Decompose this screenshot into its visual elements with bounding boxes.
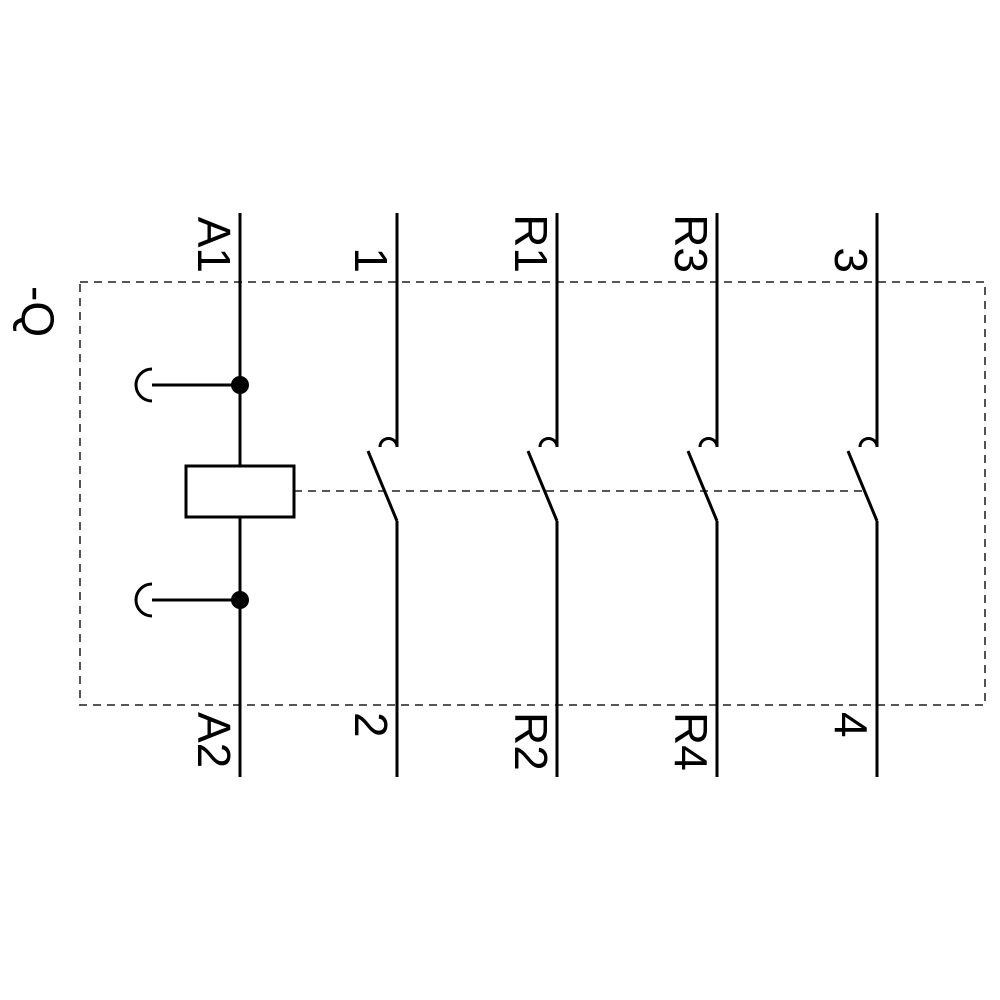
terminal-label-a1: A1 (188, 217, 240, 273)
terminal-label-r1: R1 (505, 214, 557, 273)
terminal-label-r2: R2 (505, 712, 557, 771)
pole3-contact-blade (686, 450, 719, 522)
junction-dot-top (231, 376, 249, 394)
pole1-fixed-contact-arc-icon (378, 437, 399, 448)
terminal-label-2: 2 (345, 712, 397, 738)
pole1-contact-blade (366, 450, 399, 522)
pole2-fixed-contact-arc-icon (538, 437, 559, 448)
pole4-fixed-contact-arc-icon (858, 437, 879, 448)
coil-symbol (184, 464, 296, 519)
junction-dot-bottom (231, 591, 249, 609)
device-reference-label: -Q (12, 286, 64, 337)
coil-branch (134, 213, 296, 777)
aux-socket-arc-bottom-icon (134, 582, 153, 618)
terminal-label-4: 4 (825, 712, 877, 738)
terminal-label-r4: R4 (665, 712, 717, 771)
contact-pole-r1-r2 (526, 213, 559, 777)
terminal-label-3: 3 (825, 247, 877, 273)
pole4-contact-blade (846, 450, 879, 522)
contact-pole-r3-r4 (686, 213, 719, 777)
terminal-label-a2: A2 (188, 712, 240, 768)
terminal-label-1: 1 (345, 247, 397, 273)
pole2-contact-blade (526, 450, 559, 522)
device-boundary-box (79, 281, 986, 706)
contact-pole-1-2 (366, 213, 399, 777)
terminal-label-r3: R3 (665, 214, 717, 273)
aux-socket-arc-top-icon (134, 367, 153, 403)
contact-pole-3-4 (846, 213, 879, 777)
pole3-fixed-contact-arc-icon (698, 437, 719, 448)
